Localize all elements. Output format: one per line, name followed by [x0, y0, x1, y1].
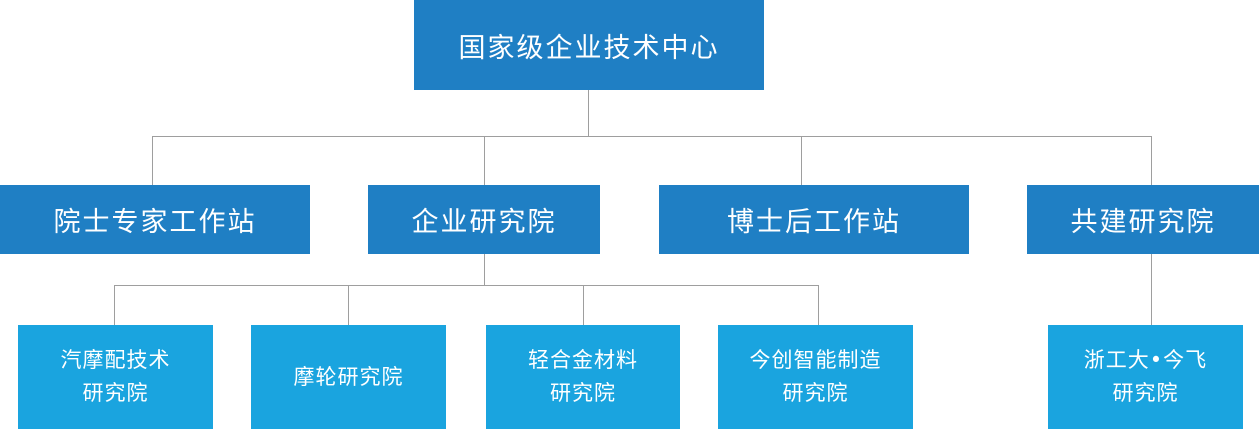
- node-light-alloy-institute: 轻合金材料 研究院: [486, 325, 680, 429]
- node-label: 院士专家工作站: [53, 207, 257, 238]
- connector-to-alloy: [583, 285, 584, 325]
- node-joint-institute: 共建研究院: [1027, 185, 1259, 254]
- root-node-label: 国家级企业技术中心: [458, 32, 720, 64]
- connector-to-intelligent: [818, 285, 819, 325]
- node-label-line1: 轻合金材料: [528, 348, 638, 372]
- node-label-line1: 摩轮研究院: [293, 364, 404, 389]
- connector-to-joint: [1151, 136, 1152, 185]
- node-enterprise-institute: 企业研究院: [368, 185, 600, 254]
- connector-to-wheel: [348, 285, 349, 325]
- node-label-line1: 汽摩配技术: [60, 348, 171, 372]
- connector-to-academician: [152, 136, 153, 185]
- node-zjut-jinfei-institute: 浙工大•今飞 研究院: [1048, 325, 1243, 429]
- node-wheel-institute: 摩轮研究院: [251, 325, 446, 429]
- node-label-line2: 研究院: [82, 381, 149, 405]
- connector-level2-bar: [114, 285, 819, 286]
- node-label-line2: 研究院: [782, 381, 849, 405]
- connector-to-auto-moto: [114, 285, 115, 325]
- node-label: 共建研究院: [1070, 207, 1216, 238]
- connector-root-down: [588, 90, 589, 136]
- node-postdoc-workstation: 博士后工作站: [659, 185, 969, 254]
- node-label-line1: 今创智能制造: [749, 348, 882, 372]
- connector-enterprise-down: [484, 254, 485, 285]
- connector-level1-bar: [152, 136, 1152, 137]
- root-node: 国家级企业技术中心: [414, 0, 764, 90]
- connector-joint-down: [1151, 254, 1152, 325]
- node-academician-workstation: 院士专家工作站: [0, 185, 310, 254]
- node-intelligent-manufacturing-institute: 今创智能制造 研究院: [718, 325, 913, 429]
- node-label: 企业研究院: [411, 207, 557, 238]
- node-label-line2: 研究院: [1112, 381, 1179, 405]
- node-auto-moto-parts-institute: 汽摩配技术 研究院: [18, 325, 213, 429]
- connector-to-postdoc: [801, 136, 802, 185]
- node-label-line1: 浙工大•今飞: [1083, 348, 1208, 372]
- node-label: 博士后工作站: [727, 207, 901, 238]
- connector-to-enterprise: [484, 136, 485, 185]
- node-label-line2: 研究院: [550, 381, 616, 405]
